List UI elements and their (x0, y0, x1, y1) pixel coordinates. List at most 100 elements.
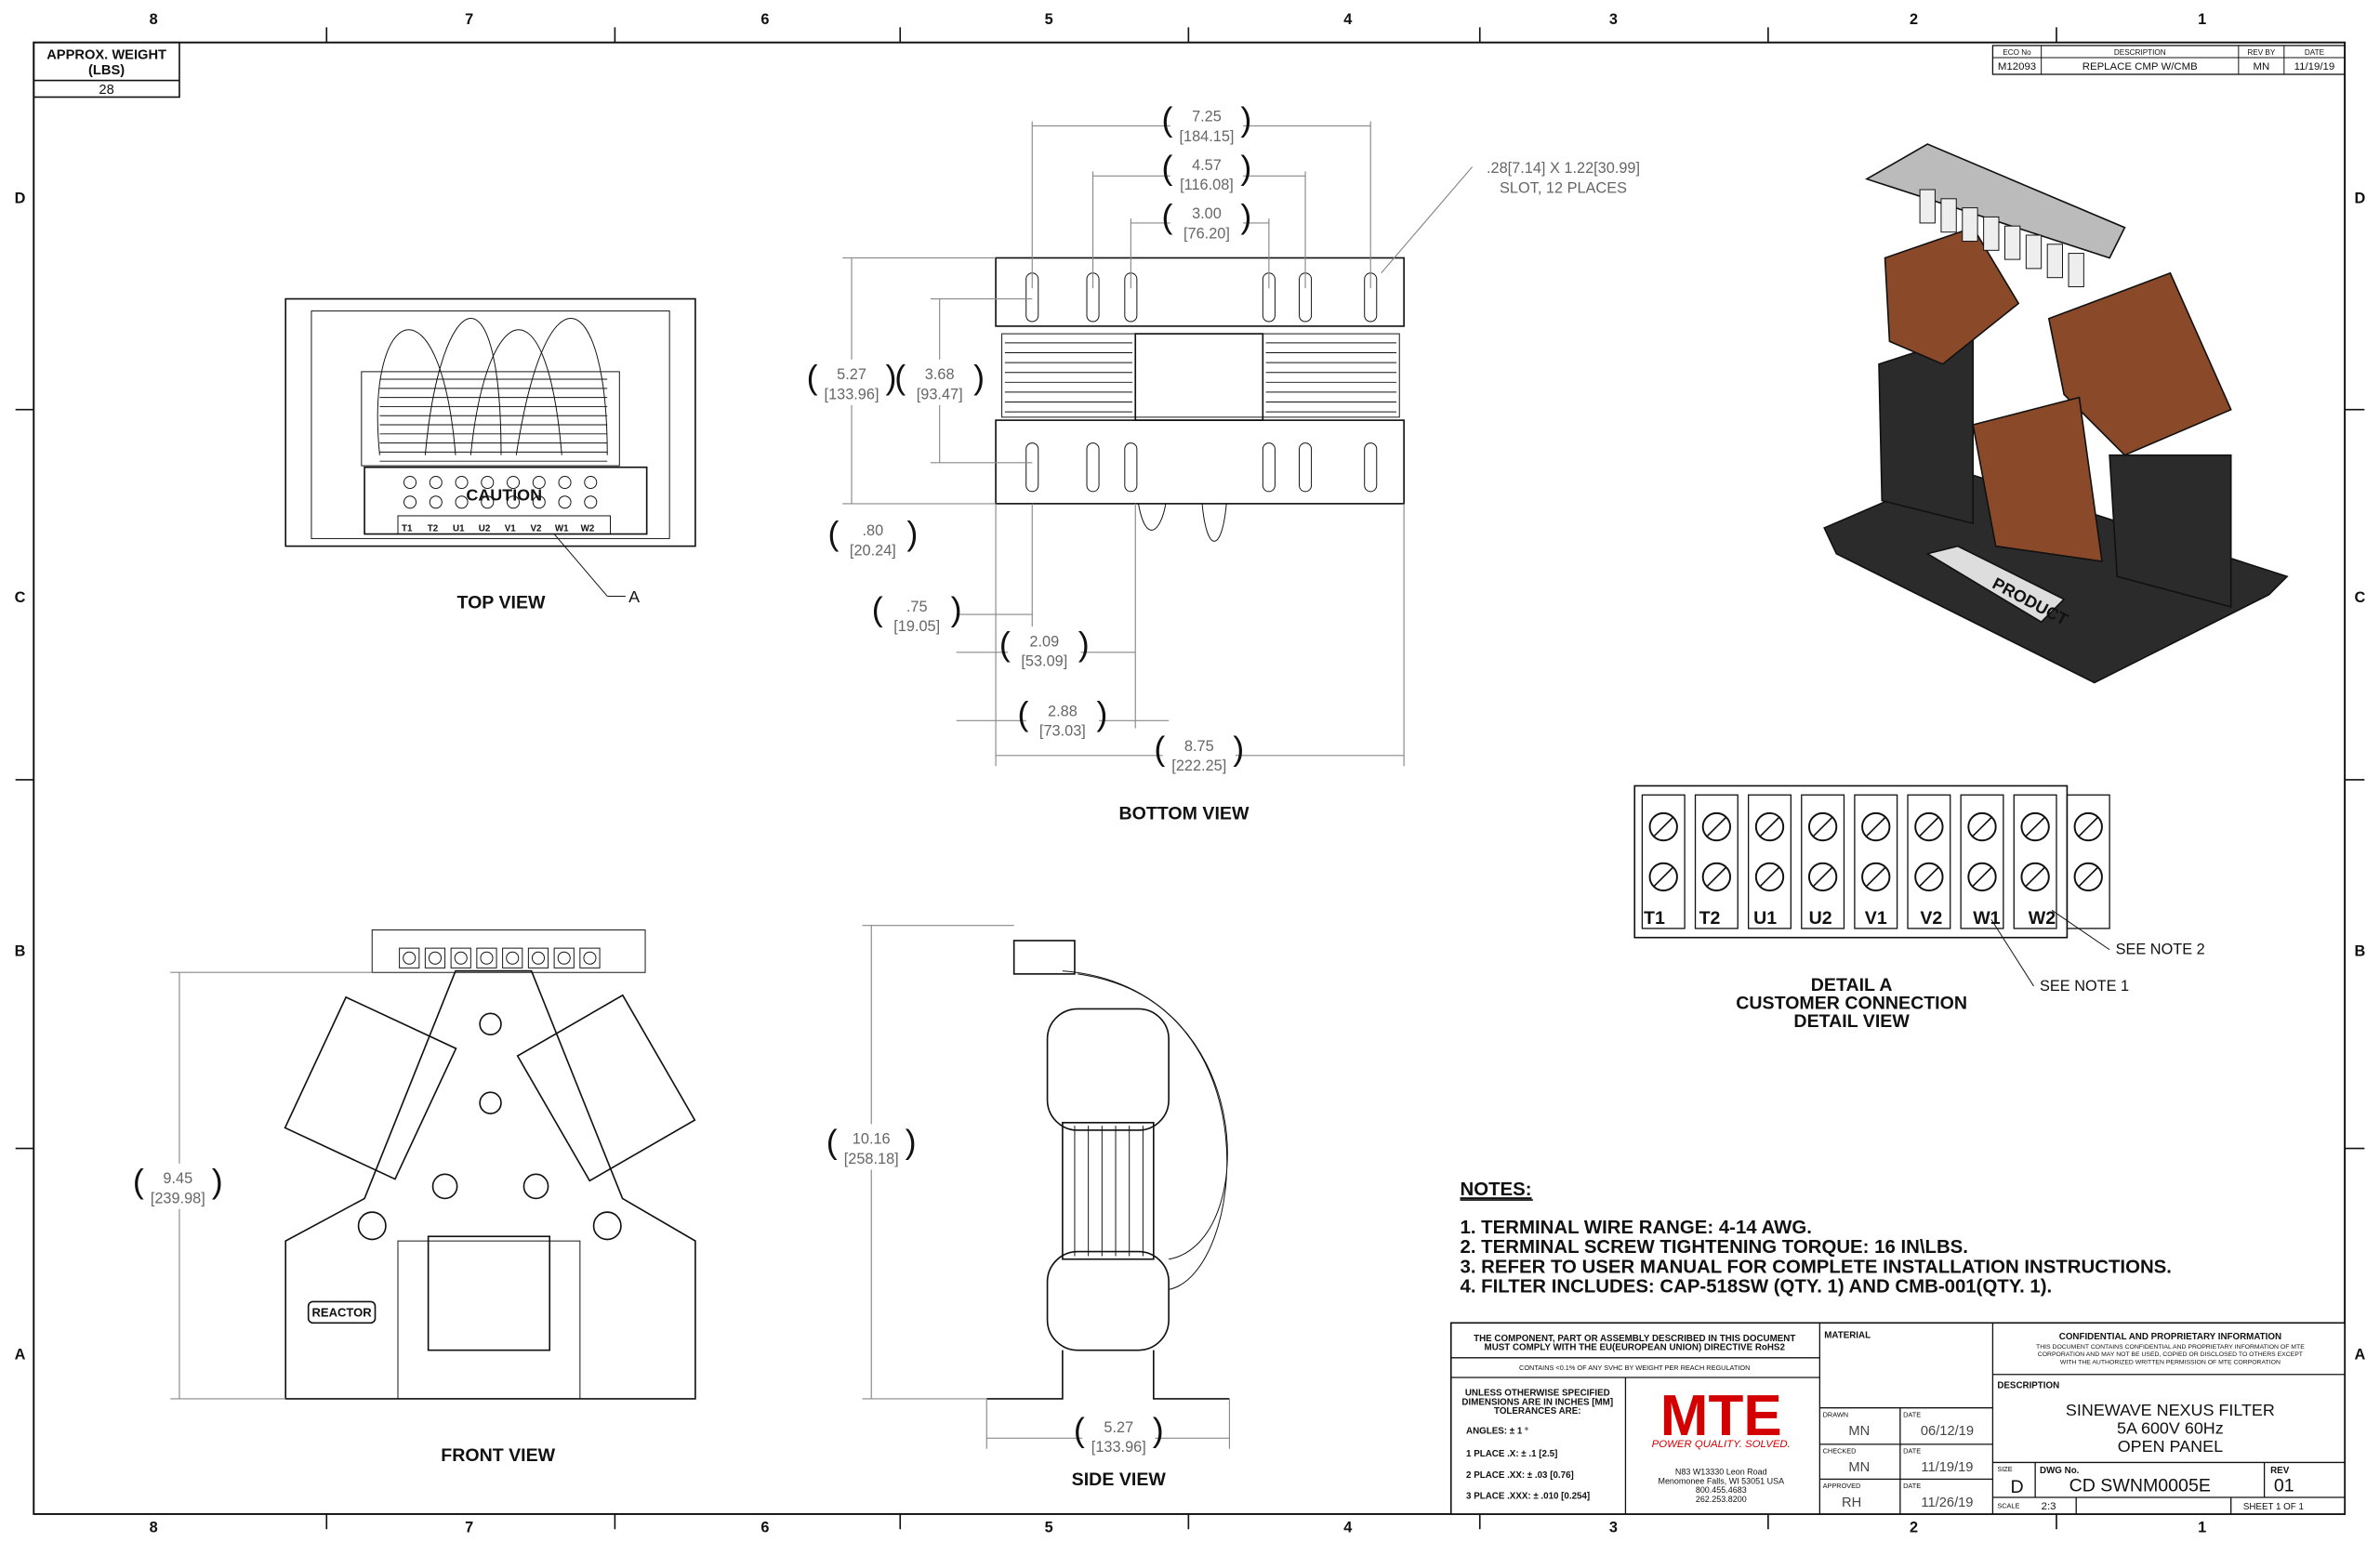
zone-row-label: B (2355, 942, 2366, 959)
dimension-paren: ( (807, 359, 818, 396)
terminal-screw (2020, 862, 2050, 892)
size-value: D (2010, 1477, 2023, 1497)
rev-header-eco: ECO No (2003, 48, 2031, 57)
terminal-screw (558, 495, 572, 509)
phone-1: 800.455.4683 (1696, 1485, 1747, 1495)
screw-slot (2025, 817, 2045, 837)
title-block: THE COMPONENT, PART OR ASSEMBLY DESCRIBE… (1449, 1322, 2346, 1515)
screw-slot (1760, 867, 1779, 887)
slot-note-size: .28[7.14] X 1.22[30.99] (1487, 160, 1640, 177)
size-label: SIZE (1997, 1465, 2012, 1473)
zone-column-label: 5 (1045, 1520, 1053, 1536)
dimension-paren: ) (885, 359, 896, 396)
screw-slot (1972, 817, 1992, 837)
terminal-block (1919, 189, 1936, 224)
dimension-mm: [184.15] (1179, 128, 1234, 145)
mounting-slot (1124, 442, 1138, 493)
terminal-block (2025, 234, 2043, 270)
terminal-screw (1754, 862, 1785, 892)
dimension-bg (1025, 696, 1100, 743)
note-1: 1. TERMINAL WIRE RANGE: 4-14 AWG. (1461, 1218, 1812, 1238)
mounting-slot (1086, 442, 1100, 493)
terminal-label: V2 (531, 523, 543, 534)
weight-value: 28 (99, 83, 113, 98)
zone-column-label: 7 (465, 1520, 473, 1536)
terminal-label: T1 (1644, 908, 1665, 929)
approved-by: RH (1842, 1496, 1861, 1510)
dimension-bg (1008, 626, 1081, 673)
front-view-label: FRONT VIEW (441, 1445, 555, 1466)
terminal-block (1854, 794, 1898, 929)
dimension-mm: [133.96] (825, 386, 879, 402)
zone-row-label: D (2355, 191, 2366, 207)
zone-row-label: C (15, 589, 26, 606)
dimension-inches: 5.27 (837, 366, 866, 383)
terminal-label: T1 (402, 523, 413, 534)
screw-slot (1813, 867, 1832, 887)
dimension-bg (836, 515, 910, 561)
terminal-block (502, 947, 523, 969)
dimension-mm: [93.47] (917, 386, 963, 402)
terminal-screw (1701, 811, 1732, 842)
terminal-screw (1967, 862, 1997, 892)
rev-header-by: REV BY (2247, 48, 2275, 57)
terminal-screw (481, 476, 495, 490)
dimension-paren: ( (827, 515, 839, 552)
zone-column-label: 1 (2198, 11, 2206, 28)
terminal-screw (584, 495, 598, 509)
terminal-block (2046, 244, 2064, 279)
dimension-mm: [53.09] (1021, 653, 1067, 670)
terminal-screw (583, 951, 597, 965)
detail-a-callout: A (628, 587, 640, 606)
dimension-mm: [19.05] (893, 618, 940, 635)
zone-row-label: B (15, 942, 26, 959)
terminal-screw (1861, 862, 1891, 892)
dimension-inches: 9.45 (163, 1170, 192, 1187)
screw-slot (1653, 867, 1673, 887)
zone-column-label: 1 (2198, 1520, 2206, 1536)
zone-column-label: 5 (1045, 11, 1053, 28)
phone-2: 262.253.8200 (1696, 1495, 1747, 1504)
tolerance-angles: ANGLES: ± 1 ° (1466, 1426, 1528, 1436)
checked-by: MN (1848, 1460, 1870, 1475)
terminal-label: V1 (505, 523, 517, 534)
dimension-mm: [20.24] (850, 542, 896, 559)
terminal-label: V1 (1865, 908, 1887, 929)
dwg-label: DWG No. (2040, 1466, 2080, 1476)
dimension-mm: [73.03] (1039, 723, 1086, 740)
weight-label: APPROX. WEIGHT (46, 48, 166, 63)
screw-slot (1972, 867, 1992, 887)
rev-header-desc: DESCRIPTION (2114, 48, 2166, 57)
tolerance-line-1: UNLESS OTHERWISE SPECIFIED (1465, 1389, 1610, 1399)
drawn-date: 06/12/19 (1921, 1424, 1974, 1439)
reach-statement: CONTAINS <0.1% OF ANY SVHC BY WEIGHT PER… (1519, 1364, 1750, 1372)
zone-column-label: 6 (760, 11, 769, 28)
notes-title: NOTES: (1461, 1179, 1532, 1200)
rohs-line-1: THE COMPONENT, PART OR ASSEMBLY DESCRIBE… (1474, 1334, 1795, 1344)
terminal-block (2013, 794, 2057, 929)
screw-slot (1919, 867, 1939, 887)
dimension-paren: ( (1154, 731, 1165, 768)
dimension-bg (835, 1124, 908, 1170)
terminal-label: W2 (581, 523, 595, 534)
dimension-paren: ) (1078, 626, 1090, 663)
dimension-mm: [239.98] (151, 1190, 205, 1206)
terminal-block (2068, 253, 2084, 287)
checked-date-label: DATE (1903, 1447, 1921, 1456)
terminal-screw (403, 495, 417, 509)
dwg-number: CD SWNM0005E (2069, 1475, 2211, 1496)
dimension-inches: 2.88 (1048, 703, 1078, 719)
confidential-line-3: WITH THE AUTHORIZED WRITTEN PERMISSION O… (2060, 1359, 2281, 1365)
dimension-inches: 4.57 (1192, 157, 1222, 174)
terminal-screw (532, 476, 546, 490)
drawn-by: MN (1848, 1424, 1870, 1439)
terminal-screw (1754, 811, 1785, 842)
dimension-bg (1170, 150, 1244, 196)
tolerance-2-place: 2 PLACE .XX: ± .03 [0.76] (1466, 1470, 1574, 1481)
isometric-view: PRODUCT (1823, 143, 2289, 684)
weight-label-unit: (LBS) (88, 63, 125, 78)
dimension-inches: 5.27 (1104, 1419, 1133, 1436)
rev-header-date: DATE (2305, 48, 2325, 57)
drawn-label: DRAWN (1823, 1410, 1848, 1418)
